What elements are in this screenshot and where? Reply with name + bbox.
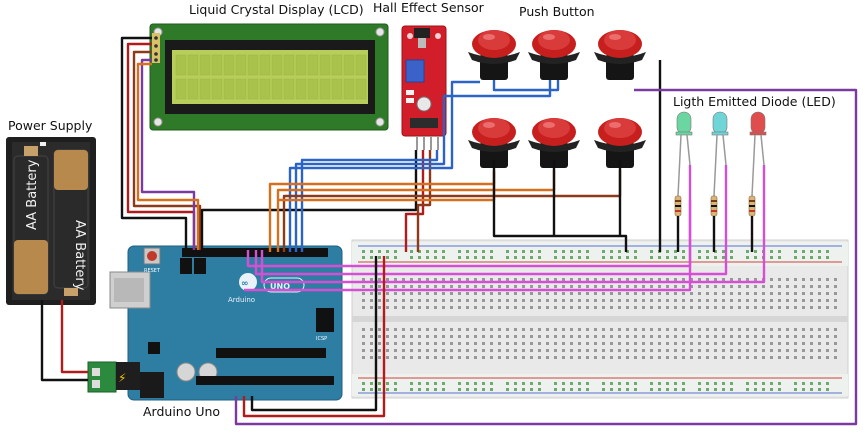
arduino-brand: Arduino — [228, 296, 255, 304]
wire — [244, 200, 692, 292]
lcd-label: Liquid Crystal Display (LCD) — [189, 2, 364, 17]
power-supply-label: Power Supply — [8, 118, 93, 133]
wire — [234, 88, 858, 426]
push-button — [594, 30, 646, 80]
icsp-label: ICSP — [316, 336, 327, 342]
breadboard-holes — [362, 250, 837, 391]
wire — [250, 256, 378, 412]
wire — [140, 58, 196, 250]
wire — [300, 150, 439, 252]
arduino-uno-board: RESET ∞ Arduino UNO ICSP — [109, 245, 343, 401]
svg-text:∞: ∞ — [241, 279, 249, 289]
wires — [40, 36, 858, 426]
wire — [254, 165, 728, 276]
lcd-character-cells — [175, 54, 367, 100]
push-button-label: Push Button — [519, 4, 595, 19]
wire — [260, 165, 766, 284]
push-button — [468, 30, 520, 80]
battery-cell-label-right: AA Battery — [72, 220, 87, 291]
wire — [120, 36, 188, 250]
wire — [492, 80, 560, 92]
wire — [404, 150, 425, 252]
led-label: Ligth Emitted Diode (LED) — [673, 94, 836, 109]
led — [710, 111, 729, 217]
hall-effect-sensor — [401, 25, 447, 150]
analog-header — [230, 376, 334, 385]
wire — [416, 150, 432, 252]
battery-cell-label-left: AA Battery — [25, 159, 40, 230]
leds — [674, 111, 767, 217]
wire — [40, 300, 88, 382]
wire — [242, 256, 386, 418]
push-button — [528, 118, 580, 168]
wire — [294, 80, 552, 252]
wire — [136, 62, 200, 250]
push-button — [528, 30, 580, 80]
wire — [60, 300, 88, 374]
reset-label: RESET — [144, 268, 161, 274]
battery-pack: AA Battery AA Battery — [6, 137, 96, 305]
push-button — [594, 118, 646, 168]
lcd-display — [149, 23, 389, 131]
svg-text:⚡: ⚡ — [118, 371, 126, 385]
led — [674, 111, 693, 217]
breadboard — [351, 239, 849, 399]
power-jack: ⚡ — [87, 361, 140, 393]
microcontroller-chip — [216, 348, 326, 358]
push-button — [468, 118, 520, 168]
led — [748, 111, 767, 217]
uno-logo: UNO — [270, 282, 290, 291]
arduino-uno-label: Arduino Uno — [143, 404, 221, 419]
wire — [200, 150, 418, 250]
wire — [132, 50, 202, 250]
wire — [492, 160, 628, 252]
hall-sensor-label: Hall Effect Sensor — [373, 0, 484, 15]
push-buttons — [468, 30, 646, 168]
